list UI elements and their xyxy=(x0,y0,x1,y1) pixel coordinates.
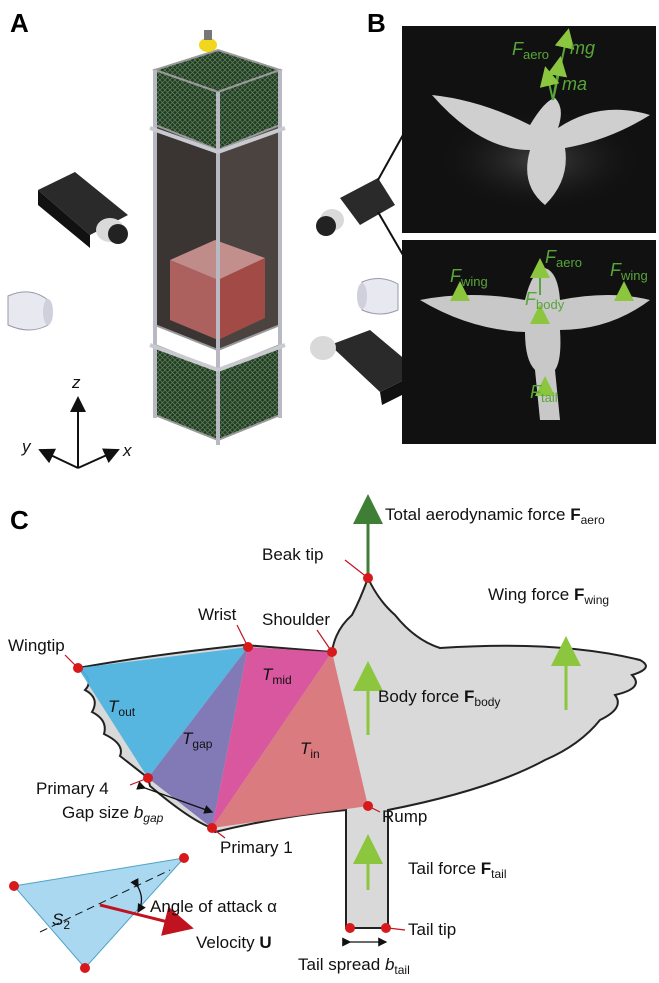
label-wingtip: Wingtip xyxy=(8,636,65,655)
panel-letter-c: C xyxy=(10,505,29,535)
photo-bottom-f-wing-right-label: Fwing xyxy=(610,260,648,283)
photo-bottom-f-body-label: Fbody xyxy=(525,289,565,312)
photo-bottom xyxy=(402,240,656,444)
photo-top-mg-label: mg xyxy=(570,38,595,58)
light-right xyxy=(357,278,399,315)
label-tail-spread: Tail spread btail xyxy=(298,955,410,977)
label-t-in: Tin xyxy=(300,739,320,761)
point-wingtip xyxy=(73,663,83,673)
photo-top-f-aero-label: Faero xyxy=(512,39,549,62)
photo-top-ma-label: ma xyxy=(562,74,587,94)
label-s2: S2 xyxy=(52,910,70,932)
flight-chamber xyxy=(149,30,286,445)
point-beak-tip xyxy=(363,573,373,583)
label-rump: Rump xyxy=(382,807,427,826)
triangle-t-out xyxy=(78,647,248,778)
label-shoulder: Shoulder xyxy=(262,610,330,629)
point-wrist xyxy=(243,642,253,652)
panel-letter-a: A xyxy=(10,8,29,38)
point-rump xyxy=(363,801,373,811)
label-wrist: Wrist xyxy=(198,605,237,624)
point-shoulder xyxy=(327,647,337,657)
point-tail-tip-right xyxy=(381,923,391,933)
point-tail-tip-left xyxy=(345,923,355,933)
camera-left xyxy=(38,172,128,248)
panel-letter-b: B xyxy=(367,8,386,38)
point-primary-4 xyxy=(143,773,153,783)
photo-top xyxy=(402,26,656,233)
photo-bottom-f-wing-left-label: Fwing xyxy=(450,266,488,289)
label-gap-size: Gap size bgap xyxy=(62,803,164,825)
axis-z-label: z xyxy=(71,373,81,392)
photo-bottom-f-aero-label: Faero xyxy=(545,247,582,270)
label-t-mid: Tmid xyxy=(262,665,292,687)
label-body-force: Body force Fbody xyxy=(378,687,500,709)
triangle-t-mid xyxy=(212,647,332,828)
label-t-out: Tout xyxy=(108,697,136,719)
axis-y-label: y xyxy=(21,437,32,456)
point-primary-1 xyxy=(207,823,217,833)
light-left xyxy=(7,291,53,331)
label-wing-force: Wing force Fwing xyxy=(488,585,609,607)
label-velocity: Velocity U xyxy=(196,933,272,952)
label-total-force: Total aerodynamic force Faero xyxy=(385,505,605,527)
axis-x-label: x xyxy=(122,441,132,460)
label-tail-force: Tail force Ftail xyxy=(408,859,506,881)
label-primary-4: Primary 4 xyxy=(36,779,109,798)
label-primary-1: Primary 1 xyxy=(220,838,293,857)
label-tail-tip: Tail tip xyxy=(408,920,456,939)
label-angle-of-attack: Angle of attack α xyxy=(150,897,277,916)
axes-triad xyxy=(38,396,120,469)
photo-bottom-f-tail-label: Ftail xyxy=(530,382,558,405)
label-beak-tip: Beak tip xyxy=(262,545,323,564)
triangle-t-in xyxy=(212,652,368,828)
camera-right-upper xyxy=(316,178,395,236)
arrow-velocity xyxy=(99,903,194,936)
label-t-gap: Tgap xyxy=(182,729,213,751)
